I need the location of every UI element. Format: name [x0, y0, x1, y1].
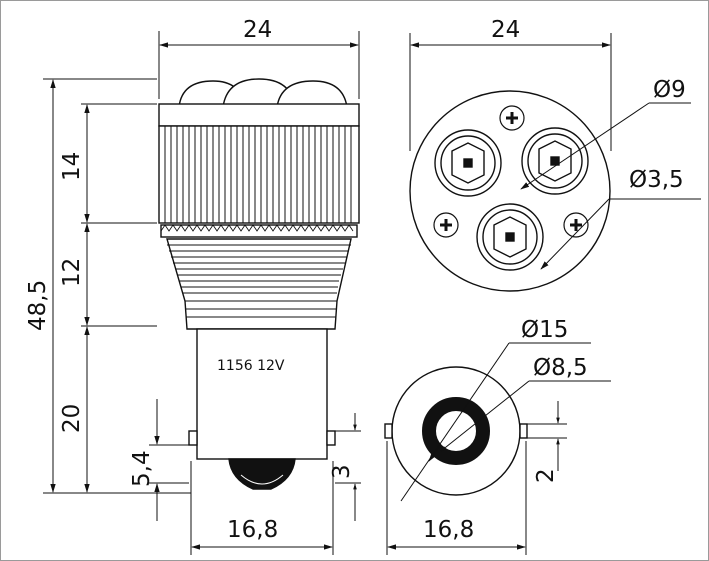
dim-top-width: 24	[243, 17, 272, 43]
solder-contact	[228, 458, 296, 490]
led-3	[476, 203, 544, 271]
dim-base-width: 16,8	[227, 517, 278, 543]
dim-bottom-pin-width: 2	[533, 468, 559, 483]
base-outline	[391, 366, 521, 496]
bottom-view	[384, 366, 528, 496]
threaded-neck	[166, 238, 352, 330]
dim-contact-diameter: Ø8,5	[533, 355, 588, 381]
side-view	[158, 78, 360, 490]
dim-top-view-width: 24	[491, 17, 520, 43]
contact-ring	[422, 397, 490, 465]
body-ribs	[164, 126, 352, 223]
dim-lens-height: 14	[59, 152, 85, 181]
side-dimensions	[43, 31, 361, 555]
dim-outer-diameter: Ø15	[521, 317, 568, 343]
dim-total-height: 48,5	[25, 280, 51, 331]
bottom-right-pin	[519, 423, 528, 439]
ribbed-body	[158, 125, 360, 224]
dim-pin-width: 3	[329, 464, 355, 479]
dim-pin-offset: 5,4	[129, 450, 155, 487]
thread-lines	[167, 244, 351, 318]
left-pin	[188, 430, 198, 446]
top-view	[409, 90, 611, 292]
lens-band	[158, 103, 360, 127]
led-2	[521, 127, 589, 195]
top-dimensions	[409, 33, 701, 270]
dim-hole-diameter: Ø3,5	[629, 167, 684, 193]
dim-led-diameter: Ø9	[653, 77, 686, 103]
lens-domes	[178, 78, 348, 108]
dim-base-height: 20	[59, 404, 85, 433]
top-outline	[409, 90, 611, 292]
bulb-label: 1156 12V	[217, 358, 285, 374]
mounting-screws	[433, 105, 589, 238]
bottom-left-pin	[384, 423, 393, 439]
dim-bottom-width: 16,8	[423, 517, 474, 543]
right-pin	[326, 430, 336, 446]
led-1	[434, 129, 502, 197]
bayonet-base	[196, 328, 328, 460]
bottom-dimensions	[386, 342, 611, 555]
dim-thread-height: 12	[59, 258, 85, 287]
